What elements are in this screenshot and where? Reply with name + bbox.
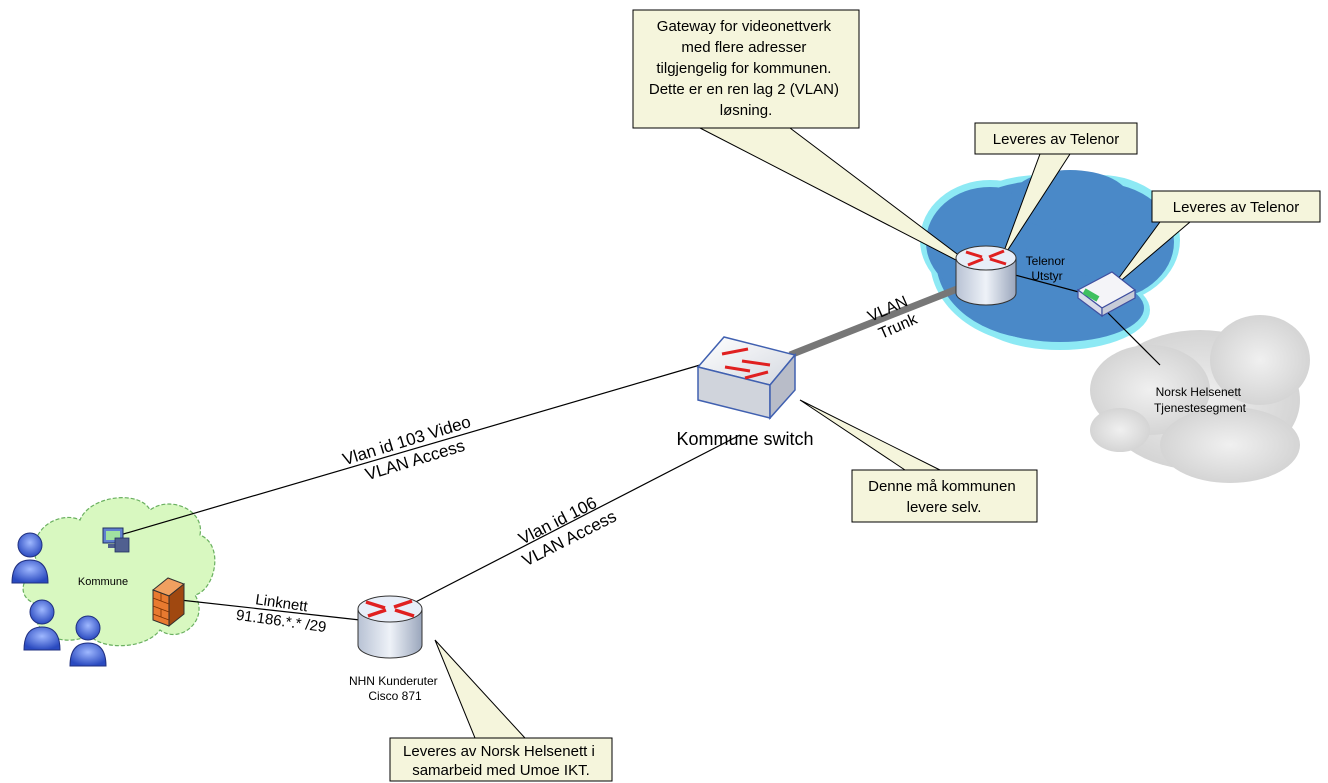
modem-helsenett-link-line <box>1099 304 1161 366</box>
callout-gateway-line-3: tilgjengelig for kommunen. <box>656 60 831 77</box>
telenor-utstyr-label: Telenor Utstyr <box>1026 254 1069 283</box>
callout-switch-line-1: Denne må kommunen <box>868 478 1016 495</box>
svg-text:Gateway for videonettverk: Gateway for videonettverk med flere adre… <box>649 18 843 119</box>
callout-gateway-line-4: Dette er en ren lag 2 (VLAN) <box>649 81 839 98</box>
trunk-link-line <box>788 274 987 359</box>
callout-telenor-modem: Leveres av Telenor <box>1151 190 1321 223</box>
firewall-icon <box>152 577 185 628</box>
trunk-link-label: VLAN Trunk <box>865 291 922 344</box>
kommune-switch-icon <box>696 336 797 420</box>
norsk-helsenett-label: Norsk Helsenett Tjenestesegment <box>1154 385 1247 415</box>
linknett-link-line <box>179 599 361 621</box>
callout-switch: Denne må kommunen levere selv. <box>851 469 1038 523</box>
callout-telenor-router: Leveres av Telenor <box>974 122 1138 155</box>
user-icon <box>23 599 61 651</box>
linknett-link-label: Linknett 91.186.*.* /29 <box>235 589 330 636</box>
callout-telenor-router-line-1: Leveres av Telenor <box>993 131 1119 148</box>
callout-gateway-line-1: Gateway for videonettverk <box>657 18 832 35</box>
callout-switch-line-2: levere selv. <box>907 499 982 516</box>
links <box>119 274 1161 621</box>
nhn-router-icon <box>357 595 423 659</box>
callout-telenor-modem-line-1: Leveres av Telenor <box>1173 199 1299 216</box>
telenor-modem-icon <box>1076 271 1137 318</box>
computer-icon <box>102 527 130 553</box>
video-link-line <box>119 364 701 536</box>
nhn-router-label: NHN Kunderuter Cisco 871 <box>349 674 441 703</box>
access106-link-line <box>399 434 741 611</box>
kommune-switch-label: Kommune switch <box>676 429 813 449</box>
callout-nhn-router-line-1: Leveres av Norsk Helsenett i <box>403 743 595 760</box>
callout-gateway-line-2: med flere adresser <box>681 39 806 56</box>
norsk-helsenett-cloud <box>1090 315 1310 483</box>
callout-nhn-router: Leveres av Norsk Helsenett i samarbeid m… <box>389 737 613 782</box>
kommune-cloud <box>22 497 216 647</box>
svg-text:Leveres av Norsk Helsenett i: Leveres av Norsk Helsenett i samarbeid m… <box>403 743 599 779</box>
callout-pointers <box>434 127 1192 739</box>
svg-text:Leveres av Telenor: Leveres av Telenor <box>1173 199 1299 216</box>
svg-text:Leveres av Telenor: Leveres av Telenor <box>993 131 1119 148</box>
user-icon <box>11 532 49 584</box>
svg-text:Denne må kommunen levere: Denne må kommunen levere selv. <box>868 478 1020 516</box>
kommune-label: Kommune <box>78 576 128 588</box>
access106-link-label: Vlan id 106 VLAN Access <box>510 488 620 570</box>
user-icon <box>69 615 107 667</box>
callout-gateway: Gateway for videonettverk med flere adre… <box>632 9 860 129</box>
callout-nhn-router-line-2: samarbeid med Umoe IKT. <box>412 762 590 779</box>
callout-gateway-line-5: løsning. <box>720 102 773 119</box>
telenor-router-icon <box>955 245 1017 306</box>
